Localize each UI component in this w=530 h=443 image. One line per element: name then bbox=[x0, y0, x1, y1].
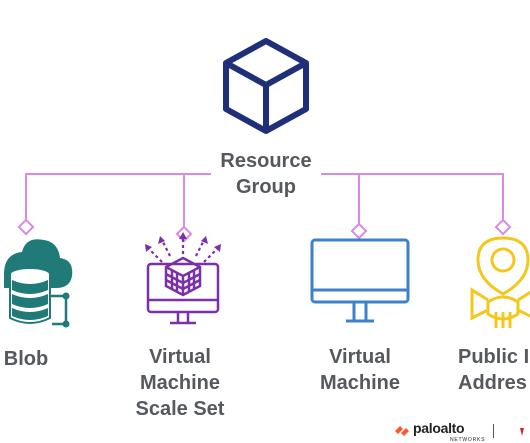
footer-divider bbox=[493, 424, 494, 438]
blob-label: Blob bbox=[3, 348, 49, 370]
public-ip-label: Public I Addres bbox=[458, 346, 530, 394]
partner-logo-icon bbox=[510, 425, 524, 437]
blob-storage-icon bbox=[4, 239, 73, 328]
public-ip-address-icon bbox=[470, 236, 530, 328]
virtual-machine-label: Virtual Machine bbox=[319, 346, 401, 394]
vm-scale-set-label: Virtual Machine Scale Set bbox=[135, 346, 225, 420]
resource-group-cube-icon bbox=[223, 38, 309, 134]
brand-subtitle: NETWORKS bbox=[450, 437, 486, 443]
resource-group-label: Resource Group bbox=[220, 150, 312, 198]
vm-scale-set-icon bbox=[145, 232, 221, 325]
brand-name: paloalto bbox=[413, 420, 465, 436]
virtual-machine-icon bbox=[310, 238, 410, 323]
paloalto-logo-icon bbox=[395, 426, 409, 436]
